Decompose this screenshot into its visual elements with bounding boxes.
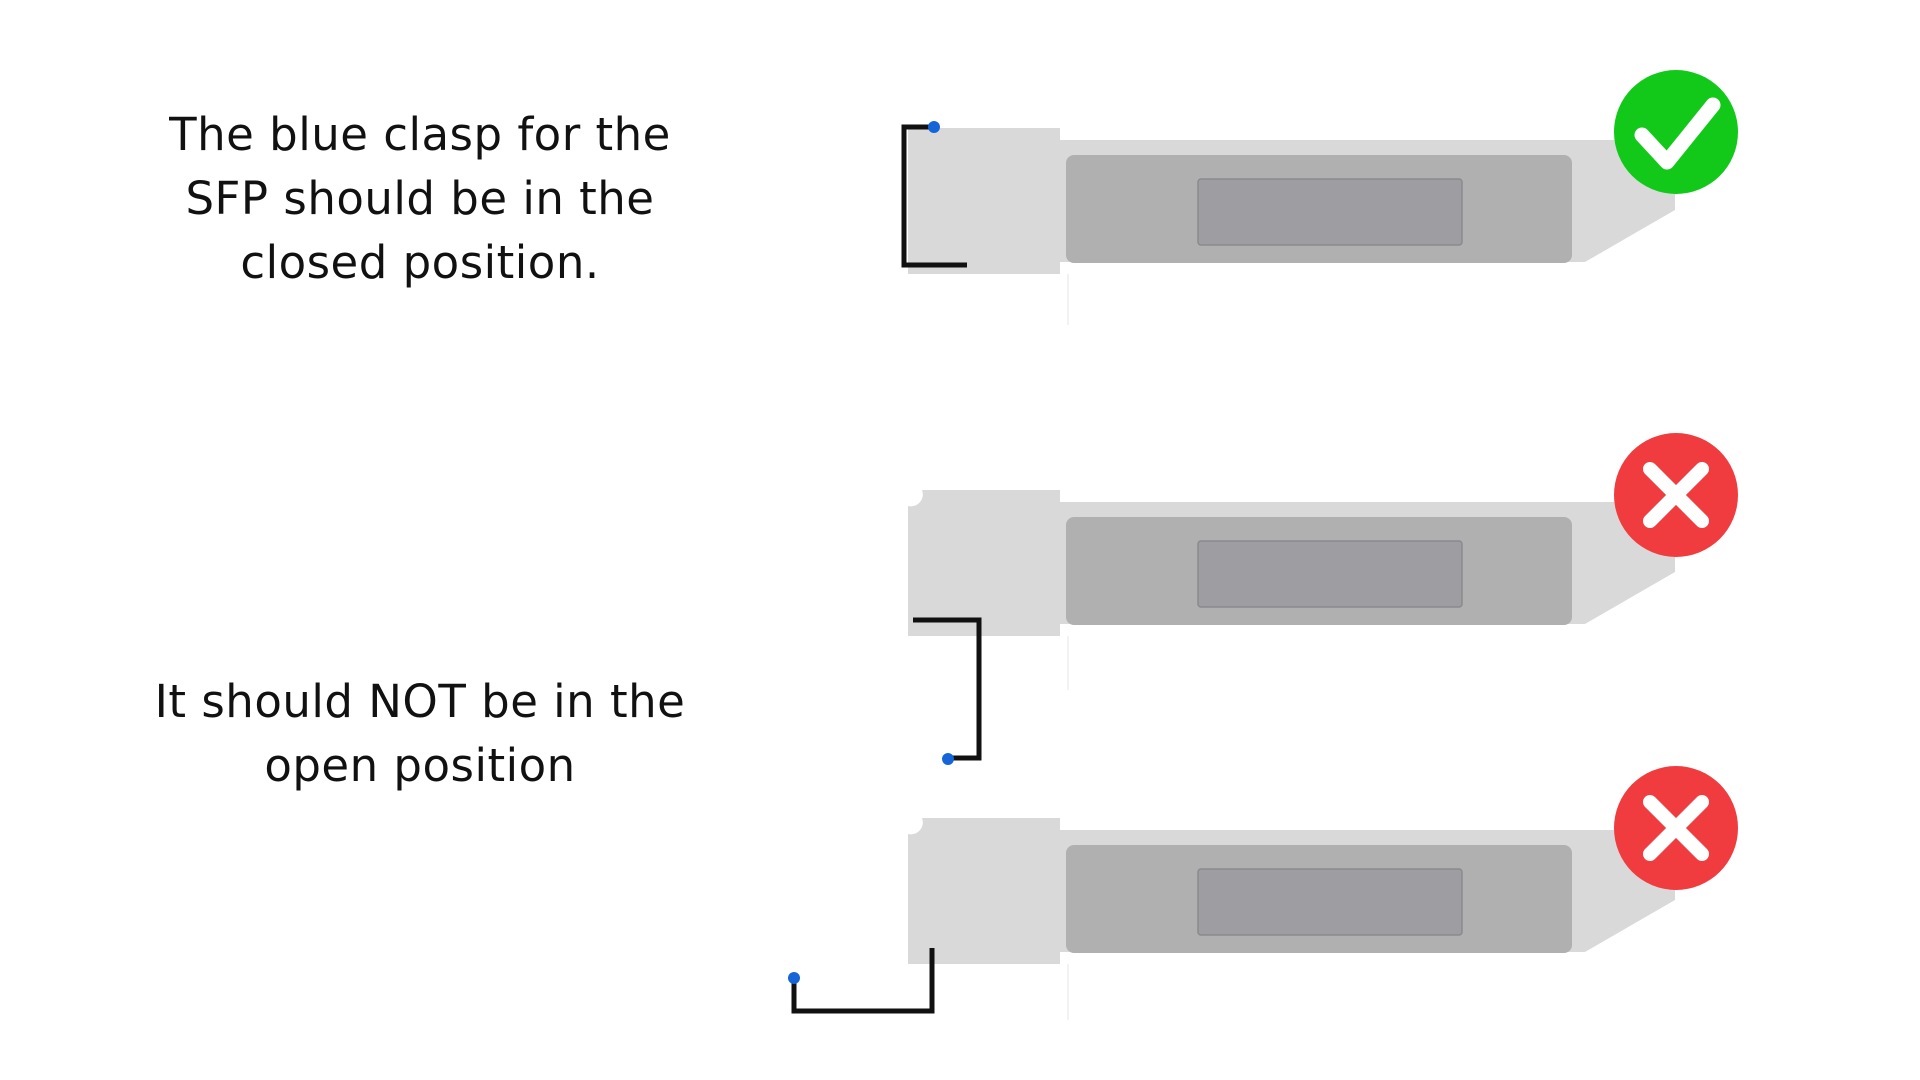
sfp-clasp (791, 948, 935, 1014)
sfp-example-open-2 (788, 766, 1738, 1020)
sfp-example-closed (901, 70, 1738, 325)
x-mark-icon (1614, 433, 1738, 557)
clasp-tip (788, 972, 800, 984)
sfp-clasp (913, 617, 982, 761)
sfp-example-open-1 (908, 433, 1738, 765)
checkmark-icon (1614, 70, 1738, 194)
sfp-module (908, 490, 1675, 690)
caption-correct: The blue clasp for the SFP should be in … (169, 108, 671, 289)
x-mark-icon (1614, 766, 1738, 890)
sfp-clasp (901, 124, 967, 268)
sfp-module (908, 818, 1675, 1020)
clasp-tip (928, 121, 940, 133)
caption-incorrect: It should NOT be in the open position (154, 675, 686, 792)
clasp-tip (942, 753, 954, 765)
sfp-module (908, 128, 1675, 325)
